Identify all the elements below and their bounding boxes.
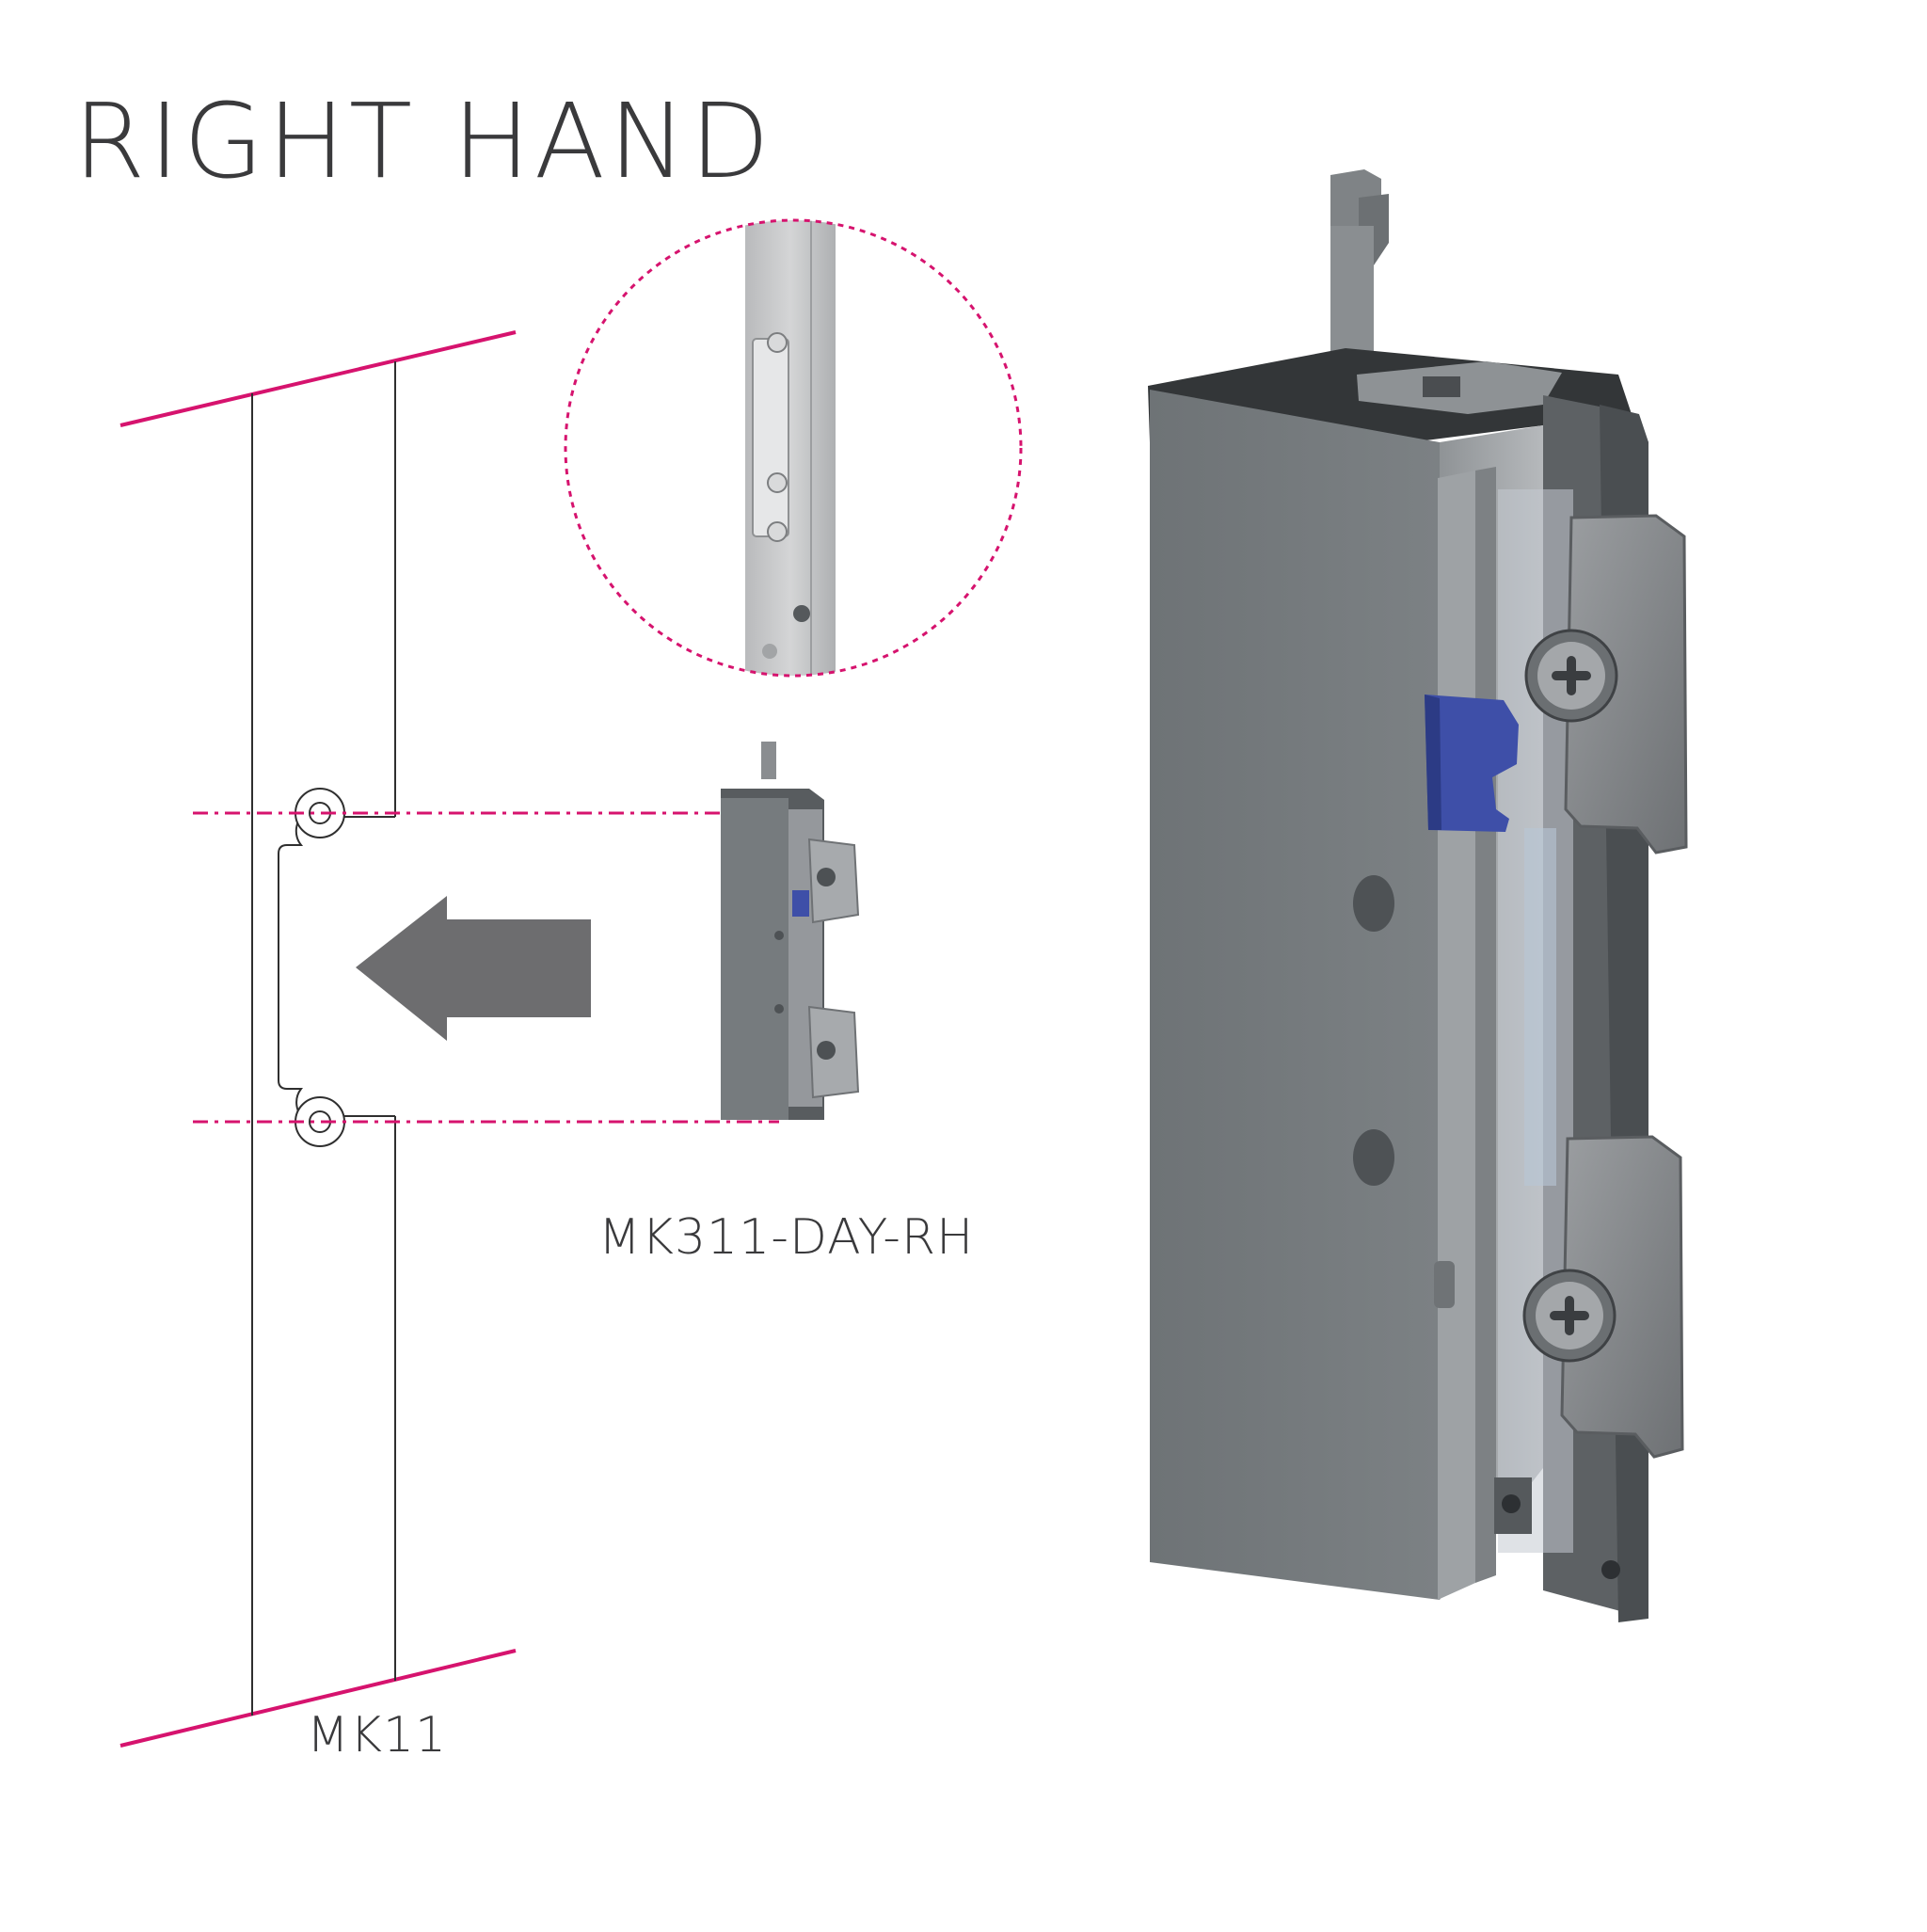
release-clip-icon <box>792 890 809 917</box>
keeper-plate <box>752 338 789 537</box>
page-title: RIGHT HAND <box>73 81 773 201</box>
product-large <box>1148 169 1688 1622</box>
frame-code-label: MK11 <box>307 1707 448 1764</box>
detail-circle-outline <box>564 218 1023 678</box>
product-small <box>721 742 860 1120</box>
product-code-label: MK311-DAY-RH <box>598 1209 975 1266</box>
strip-hole <box>762 644 777 659</box>
top-bracket <box>1524 514 1688 854</box>
bottom-bracket <box>1522 1135 1684 1459</box>
frame-top-edge <box>119 330 517 427</box>
left-arrow-icon <box>356 896 591 1041</box>
release-clip-icon <box>1425 695 1519 832</box>
phillips-screw-icon <box>767 332 788 353</box>
body-hole <box>1353 875 1394 932</box>
frame-bottom-edge <box>119 1649 517 1748</box>
body-hole <box>1353 1129 1394 1186</box>
strip-hole <box>793 605 810 622</box>
bolt <box>1330 169 1389 367</box>
lock-body-face <box>1150 390 1440 1600</box>
phillips-screw-icon <box>767 521 788 542</box>
door-frame <box>119 330 517 1748</box>
phillips-screw-icon <box>767 472 788 493</box>
detail-magnifier <box>564 218 1023 678</box>
